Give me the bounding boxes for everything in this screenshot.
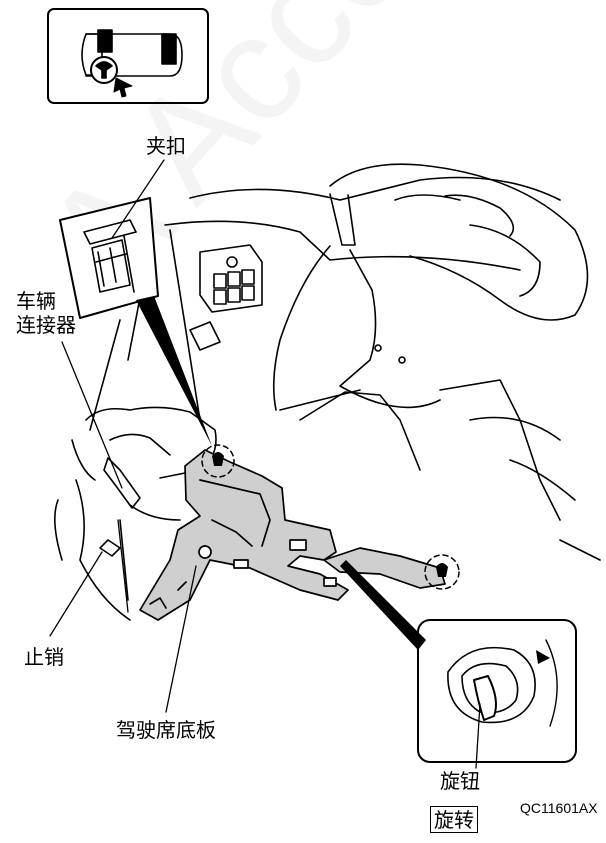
- dashboard-outline: [164, 163, 601, 561]
- vehicle-connector-label-line1: 车辆: [16, 289, 56, 313]
- vehicle-connector-label-line2: 连接器: [16, 313, 76, 337]
- figure-code: QC11601AX: [520, 800, 598, 816]
- label-leader-lines: [49, 159, 481, 769]
- car-top-view-locator-icon: [47, 8, 209, 104]
- rotation-arrow-icon: [536, 650, 550, 664]
- driver-floor-panel: [139, 449, 446, 621]
- knob-detail-inset: [417, 619, 577, 763]
- clip-detail-inset: [59, 197, 159, 319]
- wire-harness: [54, 406, 217, 621]
- rotate-label: 旋转: [430, 806, 478, 833]
- driver-floor-panel-label: 驾驶席底板: [116, 718, 216, 742]
- clip-label: 夹扣: [146, 134, 186, 158]
- knob-inset-pointer: [340, 560, 426, 650]
- knob-label: 旋钮: [440, 769, 480, 793]
- stop-pin-label: 止销: [24, 645, 64, 669]
- clip-inset-pointer: [136, 296, 212, 446]
- clip-highlight-circles: [201, 444, 460, 590]
